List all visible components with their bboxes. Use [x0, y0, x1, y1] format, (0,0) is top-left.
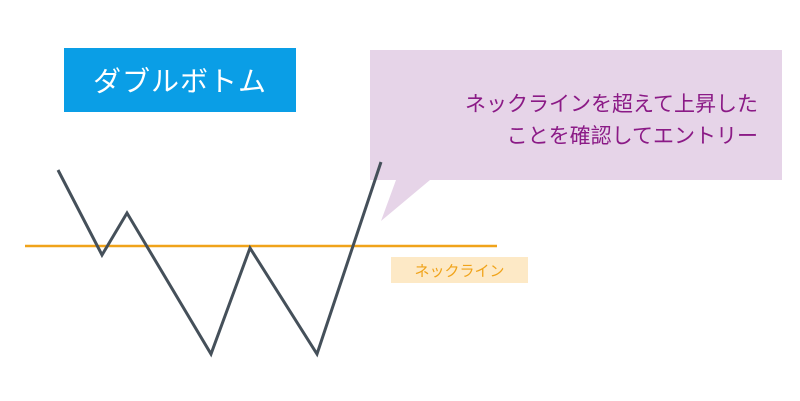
callout-text: ネックラインを超えて上昇した ことを確認してエントリー [370, 88, 758, 152]
callout-bubble [370, 50, 782, 221]
price-line [56, 161, 383, 358]
callout-line-2: ことを確認してエントリー [506, 124, 758, 148]
callout-line-1: ネックラインを超えて上昇した [465, 92, 758, 116]
pattern-title: ダブルボトム [64, 48, 296, 112]
neckline-label: ネックライン [391, 257, 528, 283]
